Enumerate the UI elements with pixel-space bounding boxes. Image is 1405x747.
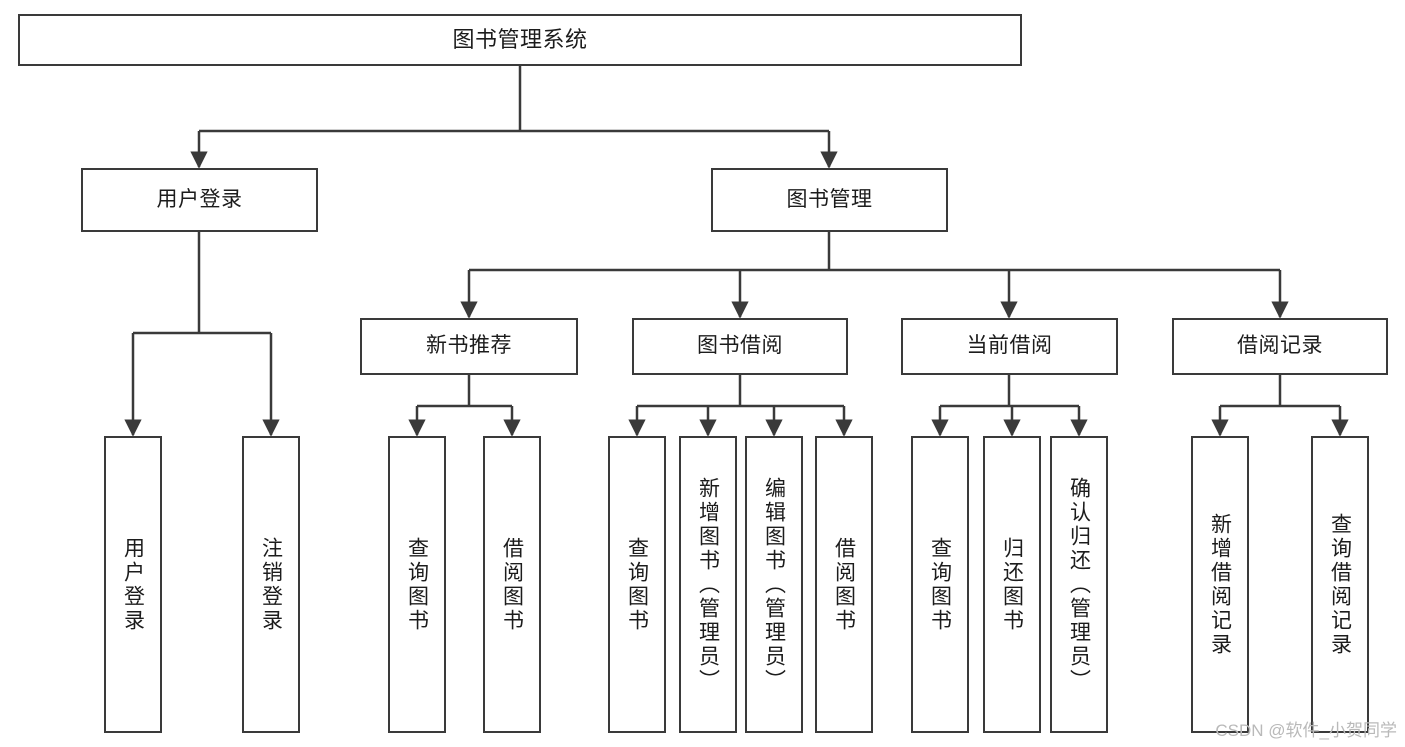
node-root[interactable]: 图书管理系统	[18, 14, 1022, 66]
node-label: 当前借阅	[966, 334, 1053, 358]
node-label: 查询借阅记录	[1328, 512, 1352, 657]
node-label: 查询图书	[625, 536, 649, 633]
node-label: 新增借阅记录	[1208, 512, 1232, 657]
node-leaf-rec-query[interactable]: 查询图书	[388, 436, 446, 733]
node-label: 新书推荐	[426, 334, 512, 358]
node-leaf-user-logout[interactable]: 注销登录	[242, 436, 300, 733]
node-label: 查询图书	[405, 536, 429, 633]
node-leaf-rec-borrow[interactable]: 借阅图书	[483, 436, 541, 733]
node-leaf-bb-edit[interactable]: 编辑图书（管理员）	[745, 436, 803, 733]
node-label: 借阅图书	[500, 536, 524, 633]
node-borrow-record[interactable]: 借阅记录	[1172, 318, 1388, 375]
node-book-borrow[interactable]: 图书借阅	[632, 318, 848, 375]
node-label: 图书借阅	[697, 334, 783, 358]
node-label: 用户登录	[121, 536, 145, 633]
node-leaf-user-login[interactable]: 用户登录	[104, 436, 162, 733]
node-leaf-bb-query[interactable]: 查询图书	[608, 436, 666, 733]
node-label: 借阅图书	[832, 536, 856, 633]
node-leaf-br-query[interactable]: 查询借阅记录	[1311, 436, 1369, 733]
node-label: 归还图书	[1000, 536, 1024, 633]
node-label: 编辑图书（管理员）	[762, 476, 786, 693]
node-leaf-cb-query[interactable]: 查询图书	[911, 436, 969, 733]
node-label: 借阅记录	[1237, 334, 1323, 358]
node-book-manage[interactable]: 图书管理	[711, 168, 948, 232]
node-leaf-br-add[interactable]: 新增借阅记录	[1191, 436, 1249, 733]
node-label: 图书管理系统	[452, 27, 588, 53]
node-label: 确认归还（管理员）	[1067, 476, 1091, 693]
node-leaf-cb-confirm[interactable]: 确认归还（管理员）	[1050, 436, 1108, 733]
node-label: 注销登录	[259, 536, 283, 633]
node-label: 用户登录	[156, 187, 243, 211]
node-label: 新增图书（管理员）	[696, 476, 720, 693]
node-user-login[interactable]: 用户登录	[81, 168, 318, 232]
node-leaf-cb-return[interactable]: 归还图书	[983, 436, 1041, 733]
node-new-book-rec[interactable]: 新书推荐	[360, 318, 578, 375]
node-current-borrow[interactable]: 当前借阅	[901, 318, 1118, 375]
node-leaf-bb-add[interactable]: 新增图书（管理员）	[679, 436, 737, 733]
node-leaf-bb-borrow[interactable]: 借阅图书	[815, 436, 873, 733]
edge-paths	[124, 66, 1349, 437]
node-label: 图书管理	[786, 187, 873, 211]
node-label: 查询图书	[928, 536, 952, 633]
